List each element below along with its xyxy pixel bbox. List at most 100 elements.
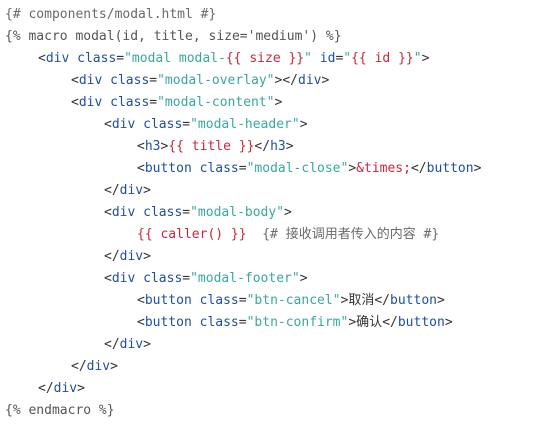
- code-token-tag: div: [45, 51, 70, 66]
- code-token-attr: class: [77, 51, 117, 66]
- code-token-punc: ></: [274, 73, 298, 88]
- code-token-punc: >: [299, 271, 308, 286]
- code-token-punc: >: [473, 161, 482, 176]
- code-token-punc: </: [410, 161, 427, 176]
- code-token-punc: <: [137, 139, 145, 154]
- code-token-punc: =: [116, 51, 125, 66]
- code-token-punc: >: [284, 205, 292, 220]
- code-token-tag: div: [119, 183, 144, 198]
- code-line: <div class="modal-overlay"></div>: [5, 70, 542, 92]
- code-token-cmt: {# components/modal.html #}: [5, 7, 217, 22]
- code-token-str: "modal-close": [246, 161, 349, 176]
- code-line: </div>: [5, 334, 542, 356]
- code-token-attr: class: [199, 161, 239, 176]
- code-token-punc: <: [137, 315, 145, 330]
- code-token-str: ": [304, 51, 312, 66]
- code-token-punc: </: [38, 381, 54, 396]
- code-token-expr: {{ caller() }}: [137, 227, 247, 242]
- code-token-punc: >: [285, 139, 294, 154]
- code-token-punc: <: [104, 271, 112, 286]
- code-line: <div class="modal-footer">: [5, 268, 542, 290]
- code-token-punc: >: [274, 95, 283, 110]
- code-token-punc: =: [238, 315, 247, 330]
- code-token-tag: button: [144, 293, 192, 308]
- code-token-tag: div: [86, 359, 111, 374]
- code-token-punc: </: [104, 249, 120, 264]
- code-token-attr: class: [199, 293, 239, 308]
- code-token-punc: </: [254, 139, 271, 154]
- code-token-expr: {{ title }}: [168, 139, 255, 154]
- code-line: </div>: [5, 356, 542, 378]
- code-token-punc: <: [71, 73, 79, 88]
- code-token-tag: div: [111, 205, 136, 220]
- code-line: <div class="modal-content">: [5, 92, 542, 114]
- code-token-punc: <: [38, 51, 46, 66]
- code-token-tag: button: [144, 161, 192, 176]
- code-token-tag: div: [119, 337, 144, 352]
- code-line: <button class="modal-close">&times;</but…: [5, 158, 542, 180]
- code-token-punc: <: [71, 95, 79, 110]
- code-token-tag: div: [53, 381, 78, 396]
- code-token-punc: [102, 95, 110, 110]
- code-token-attr: class: [199, 315, 239, 330]
- code-token-punc: =: [182, 271, 191, 286]
- code-token-attr: class: [110, 73, 150, 88]
- code-token-punc: <: [137, 161, 145, 176]
- code-line: {# components/modal.html #}: [5, 4, 542, 26]
- code-token-tag: div: [298, 73, 322, 88]
- code-token-expr: {{ id }}: [351, 51, 414, 66]
- code-line: <div class="modal-body">: [5, 202, 542, 224]
- code-token-punc: =: [149, 95, 158, 110]
- code-token-punc: >: [421, 51, 430, 66]
- code-token-str: "btn-confirm": [246, 315, 349, 330]
- code-token-tag: button: [397, 315, 445, 330]
- code-token-punc: >: [143, 183, 151, 198]
- code-token-tag: div: [78, 95, 103, 110]
- code-token-str: "modal-header": [190, 117, 300, 132]
- code-token-punc: >: [143, 337, 151, 352]
- code-token-punc: >: [321, 73, 330, 88]
- code-token-punc: [247, 227, 263, 242]
- code-line: </div>: [5, 180, 542, 202]
- code-token-punc: [69, 51, 77, 66]
- code-token-tag: div: [111, 271, 136, 286]
- code-token-punc: >: [348, 315, 357, 330]
- code-line: </div>: [5, 246, 542, 268]
- code-token-punc: [135, 117, 143, 132]
- code-token-punc: >: [340, 293, 349, 308]
- code-token-tag: button: [390, 293, 437, 308]
- code-token-ent: &times;: [356, 161, 411, 176]
- code-token-punc: =: [149, 73, 158, 88]
- code-line: <button class="btn-cancel">取消</button>: [5, 290, 542, 312]
- code-token-punc: =: [182, 205, 191, 220]
- code-token-str: ": [413, 51, 422, 66]
- code-token-punc: >: [160, 139, 169, 154]
- code-token-punc: </: [374, 293, 391, 308]
- code-token-punc: >: [299, 117, 308, 132]
- code-line: {% macro modal(id, title, size='medium')…: [5, 26, 542, 48]
- code-token-tag: div: [78, 73, 103, 88]
- code-token-punc: <: [137, 293, 145, 308]
- code-token-tag: div: [111, 117, 136, 132]
- code-token-punc: >: [436, 293, 445, 308]
- code-token-tag: h3: [270, 139, 286, 154]
- code-token-tag: div: [119, 249, 144, 264]
- code-token-tag: button: [426, 161, 474, 176]
- code-line: <div class="modal modal-{{ size }}" id="…: [5, 48, 542, 70]
- code-token-txt: 确认: [356, 315, 383, 330]
- code-token-str: "modal-overlay": [157, 73, 275, 88]
- code-token-tag: h3: [144, 139, 161, 154]
- code-line: {% endmacro %}: [5, 400, 542, 422]
- code-token-punc: [135, 271, 143, 286]
- code-token-punc: >: [348, 161, 357, 176]
- code-token-punc: >: [77, 381, 85, 396]
- code-token-cmt: {# 接收调用者传入的内容 #}: [262, 227, 440, 242]
- code-token-punc: <: [104, 117, 112, 132]
- code-token-str: "modal-footer": [190, 271, 300, 286]
- code-token-attr: class: [143, 205, 183, 220]
- code-token-punc: >: [110, 359, 118, 374]
- code-line: {{ caller() }} {# 接收调用者传入的内容 #}: [5, 224, 542, 246]
- code-token-punc: [192, 293, 200, 308]
- code-token-attr: id: [319, 51, 336, 66]
- code-token-dlm: {% endmacro %}: [5, 403, 115, 418]
